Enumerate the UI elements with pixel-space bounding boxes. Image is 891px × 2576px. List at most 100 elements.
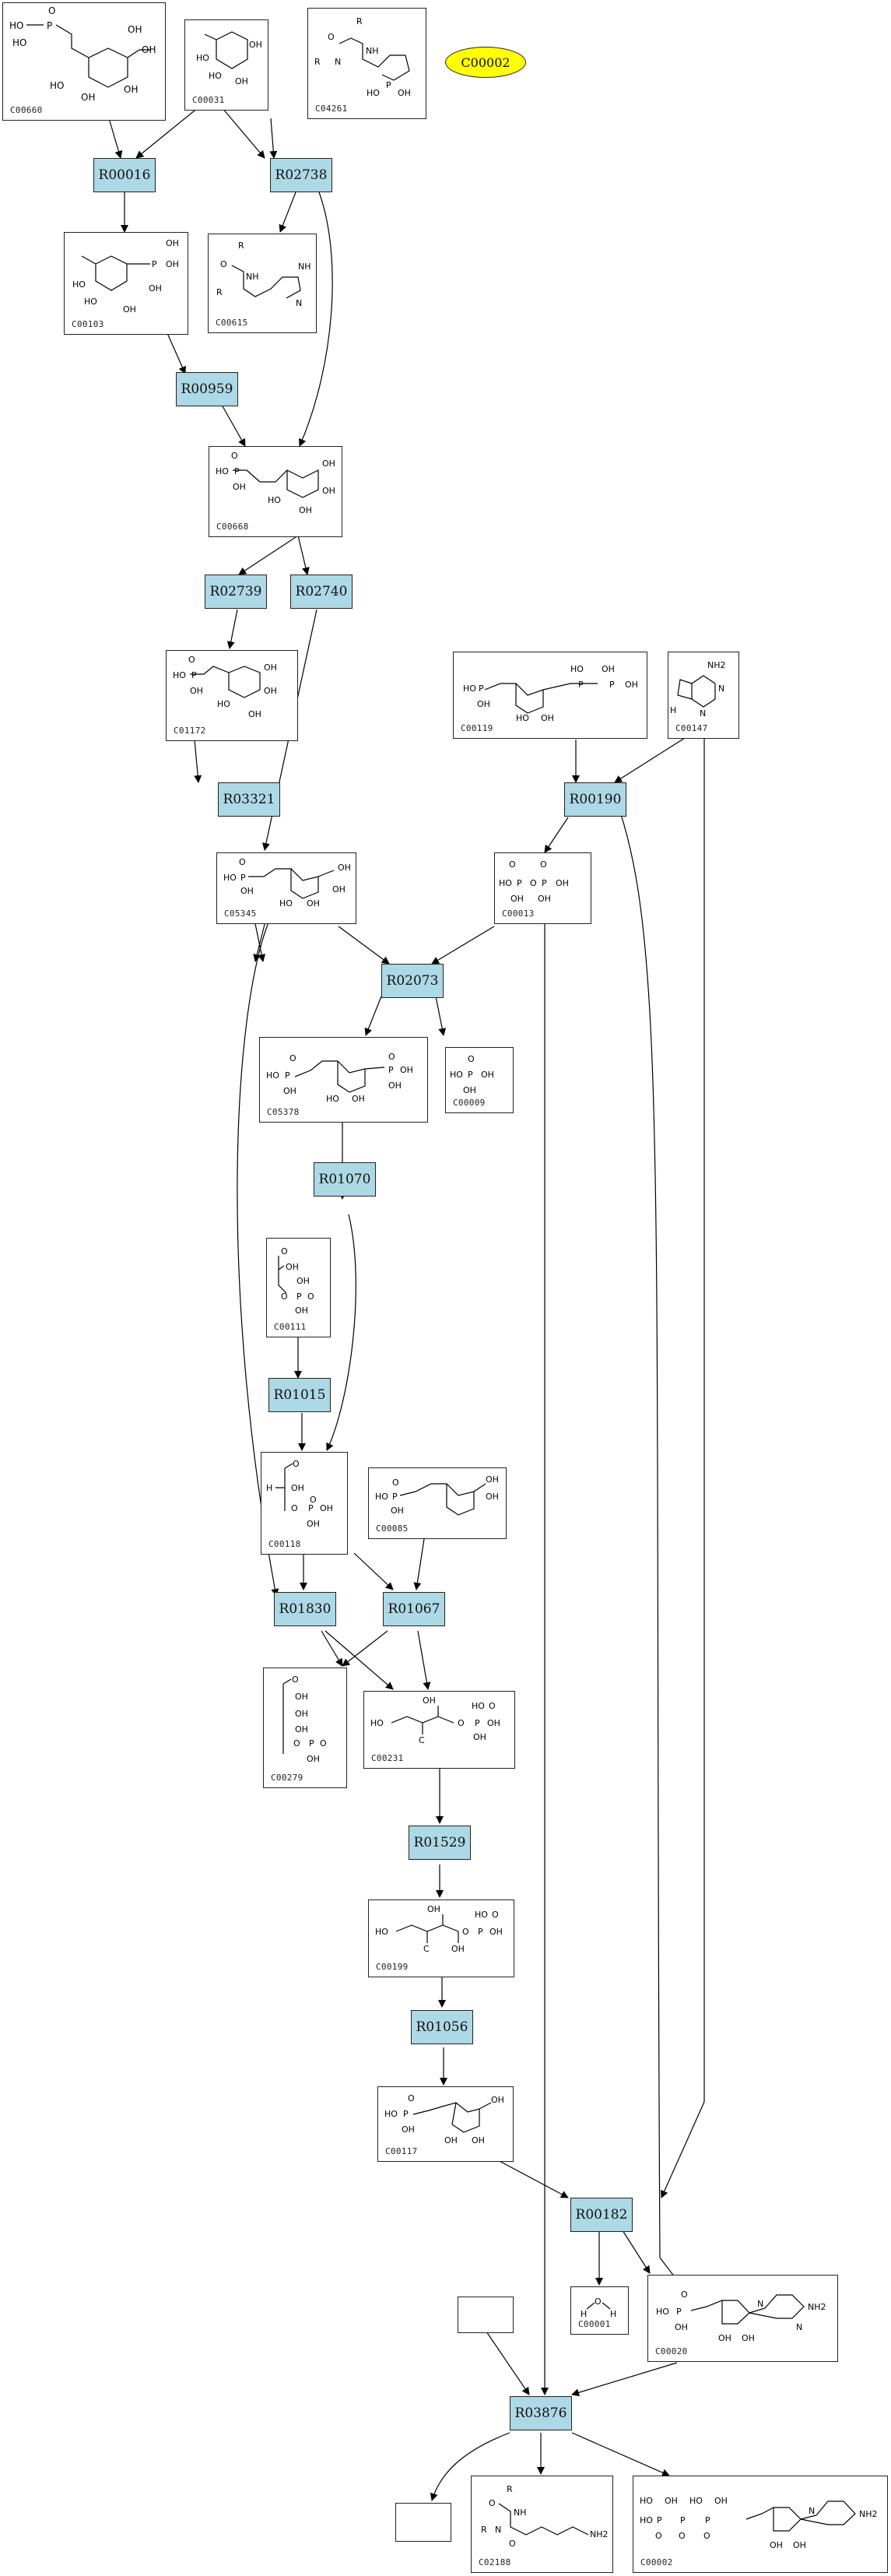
atom-label: P: [308, 1503, 314, 1513]
atom-label: OH: [444, 2135, 458, 2145]
edge: [430, 2432, 510, 2501]
highlighted-compound-c00002[interactable]: C00002: [445, 47, 526, 78]
atom-label: R: [216, 287, 223, 297]
atom-label: OH: [291, 1483, 304, 1493]
compound-id: C00103: [72, 319, 104, 329]
atom-label: O: [310, 1495, 317, 1505]
atom-label: OH: [388, 1081, 402, 1091]
reaction-r00959[interactable]: R00959: [176, 372, 238, 406]
reaction-r01056[interactable]: R01056: [411, 2010, 473, 2044]
atom-label: O: [328, 32, 335, 42]
reaction-r01070[interactable]: R01070: [314, 1162, 376, 1197]
atom-label: O: [468, 1054, 475, 1064]
atom-label: OH: [541, 713, 554, 723]
atom-label: N: [296, 298, 302, 308]
edge: [135, 107, 199, 159]
atom-label: P: [296, 1292, 302, 1302]
reaction-r03876[interactable]: R03876: [510, 2396, 572, 2430]
atom-label: HO: [499, 878, 512, 888]
atom-label: OH: [487, 1718, 500, 1728]
atom-label: OH: [307, 1519, 320, 1529]
reaction-r03321[interactable]: R03321: [218, 782, 280, 817]
atom-label: OH: [295, 1692, 308, 1702]
atom-label: OH: [128, 24, 142, 35]
atom-label: OH: [481, 1070, 494, 1080]
atom-label: OH: [296, 1276, 310, 1286]
atom-label: O: [320, 1738, 327, 1748]
edge: [435, 996, 447, 1036]
edge: [571, 2432, 670, 2476]
reaction-r02740[interactable]: R02740: [290, 575, 353, 609]
reaction-r01830[interactable]: R01830: [274, 1592, 336, 1626]
compound-unlabeled-1[interactable]: [458, 2297, 514, 2333]
compound-id: C00660: [10, 105, 43, 115]
atom-label: NH2: [707, 660, 726, 670]
reaction-r02073[interactable]: R02073: [381, 964, 444, 998]
atom-label: O: [388, 1052, 395, 1062]
atom-label: OH: [352, 1094, 365, 1104]
atom-label: P: [47, 20, 52, 31]
atom-label: OH: [451, 1944, 465, 1954]
atom-label: H: [610, 2309, 616, 2319]
atom-label: OH: [427, 1904, 440, 1914]
reaction-r02738[interactable]: R02738: [270, 158, 332, 192]
atom-label: HO: [72, 279, 86, 290]
atom-label: HO: [656, 2307, 669, 2317]
atom-label: O: [595, 2297, 602, 2307]
edge: [614, 737, 686, 783]
atom-label: OH: [166, 259, 179, 269]
atom-label: P: [657, 2515, 662, 2525]
atom-label: OH: [124, 84, 138, 95]
reaction-r01067[interactable]: R01067: [383, 1592, 445, 1626]
reaction-r00190[interactable]: R00190: [564, 782, 626, 817]
atom-label: P: [705, 2515, 710, 2525]
atom-label: O: [220, 259, 227, 269]
atom-label: P: [285, 1070, 290, 1081]
atom-label: NH: [514, 2507, 527, 2518]
reaction-r02739[interactable]: R02739: [205, 575, 267, 609]
compound-id: C05345: [224, 908, 257, 919]
compound-id: C05378: [267, 1107, 300, 1117]
reaction-r01529[interactable]: R01529: [409, 1826, 471, 1860]
compound-id: C00615: [216, 318, 248, 328]
reaction-r01015[interactable]: R01015: [268, 1378, 331, 1412]
compound-id: C00002: [640, 2557, 673, 2567]
reaction-r00016[interactable]: R00016: [93, 158, 156, 192]
compound-unlabeled-2[interactable]: [395, 2503, 451, 2542]
atom-label: HO: [375, 1492, 388, 1502]
atom-label: OH: [423, 1696, 436, 1706]
reaction-r00182[interactable]: R00182: [570, 2198, 633, 2232]
